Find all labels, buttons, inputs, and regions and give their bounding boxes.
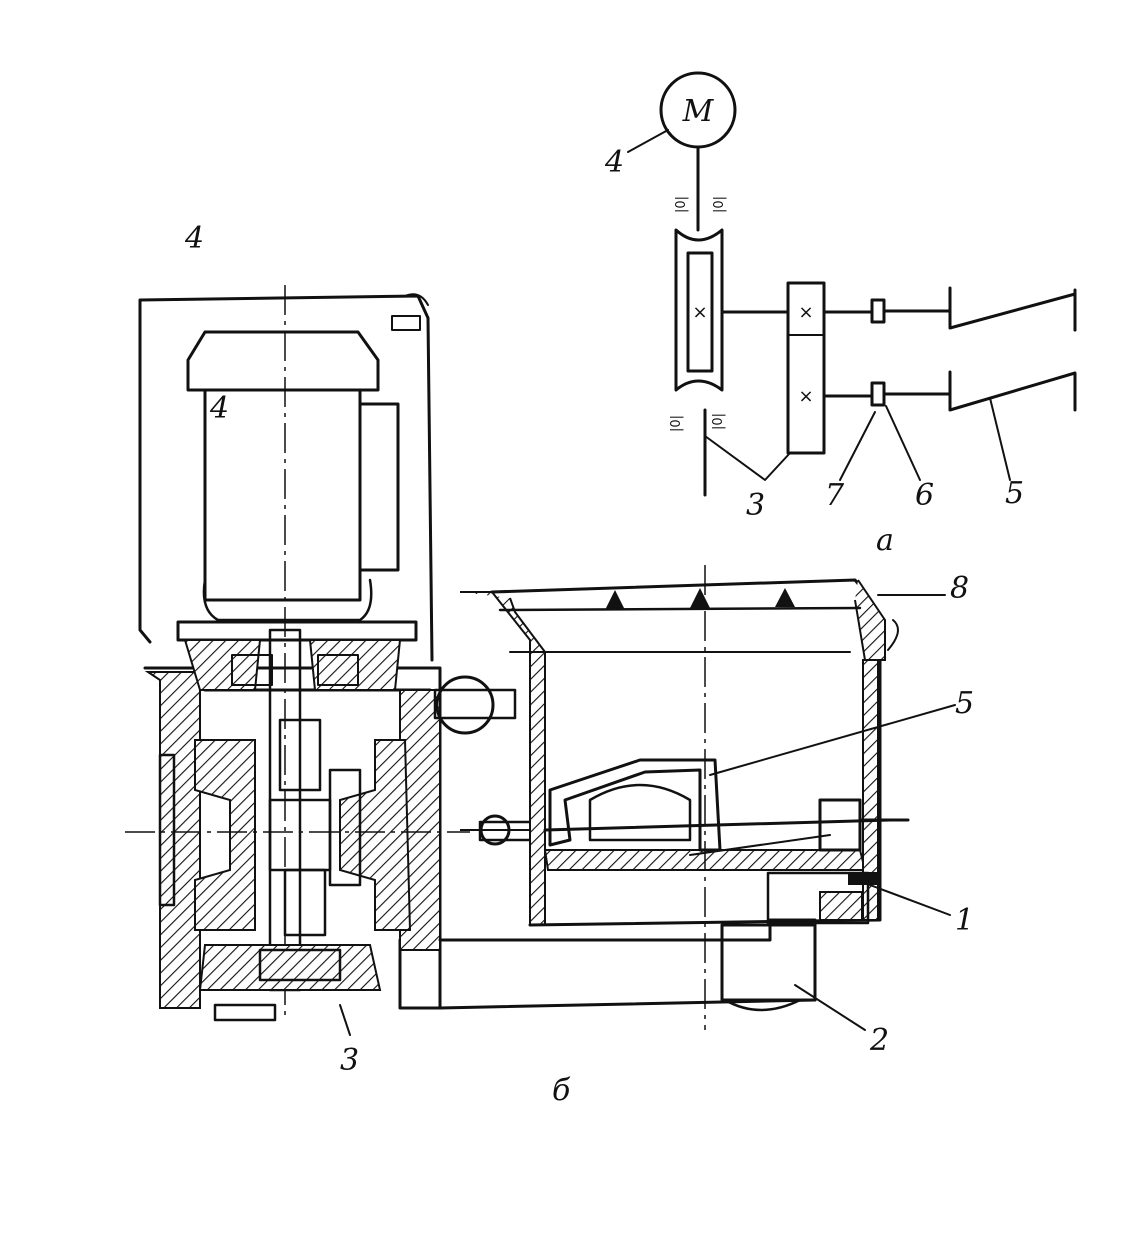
gearbox-housing xyxy=(143,628,442,1022)
label-base: 2 xyxy=(869,1023,889,1058)
caption-a: а xyxy=(876,523,894,558)
motor-symbol: M xyxy=(659,71,737,149)
mixing-trough xyxy=(460,578,899,927)
label-trough: 8 xyxy=(950,571,969,606)
pulley-block: × xyxy=(674,228,724,392)
svg-text:|0|: |0| xyxy=(669,415,684,432)
motor xyxy=(176,330,418,642)
label-coupling-6: 6 xyxy=(915,478,934,513)
blade-assembly xyxy=(543,758,910,856)
gear-column: × × xyxy=(786,281,826,455)
label-blades-scheme: 5 xyxy=(1005,476,1024,511)
section-view: 4 4 8 5 1 2 3 б xyxy=(125,221,974,1108)
coupling xyxy=(433,675,545,846)
bearing-marks: |0| |0| |0| |0| xyxy=(669,196,727,432)
label-motor-section: 4 xyxy=(184,221,204,256)
svg-text:×: × xyxy=(798,302,813,323)
motor-letter: M xyxy=(682,94,715,129)
blade-upper xyxy=(948,286,1077,332)
base-frame xyxy=(438,918,817,1012)
label-blade-section: 5 xyxy=(955,686,974,721)
coupling-lower xyxy=(870,381,886,407)
label-gearbox: 3 xyxy=(340,1043,359,1078)
svg-text:|0|: |0| xyxy=(674,196,689,213)
label-gear-train-scheme: 3 xyxy=(746,488,765,523)
caption-b: б xyxy=(552,1073,571,1108)
svg-text:|0|: |0| xyxy=(711,413,726,430)
label-motor-scheme: 4 xyxy=(604,145,624,180)
kinematic-scheme: M |0| |0| |0| |0| × × × xyxy=(604,71,1077,558)
svg-text:×: × xyxy=(692,302,707,323)
label-motor-body: 4 xyxy=(209,391,229,426)
blade-lower xyxy=(948,370,1077,412)
svg-text:|0|: |0| xyxy=(712,196,727,213)
label-coupling-7: 7 xyxy=(825,478,845,513)
coupling-upper xyxy=(870,298,886,324)
label-part-1: 1 xyxy=(955,903,974,938)
svg-text:×: × xyxy=(798,386,813,407)
motor-cover xyxy=(138,294,434,662)
